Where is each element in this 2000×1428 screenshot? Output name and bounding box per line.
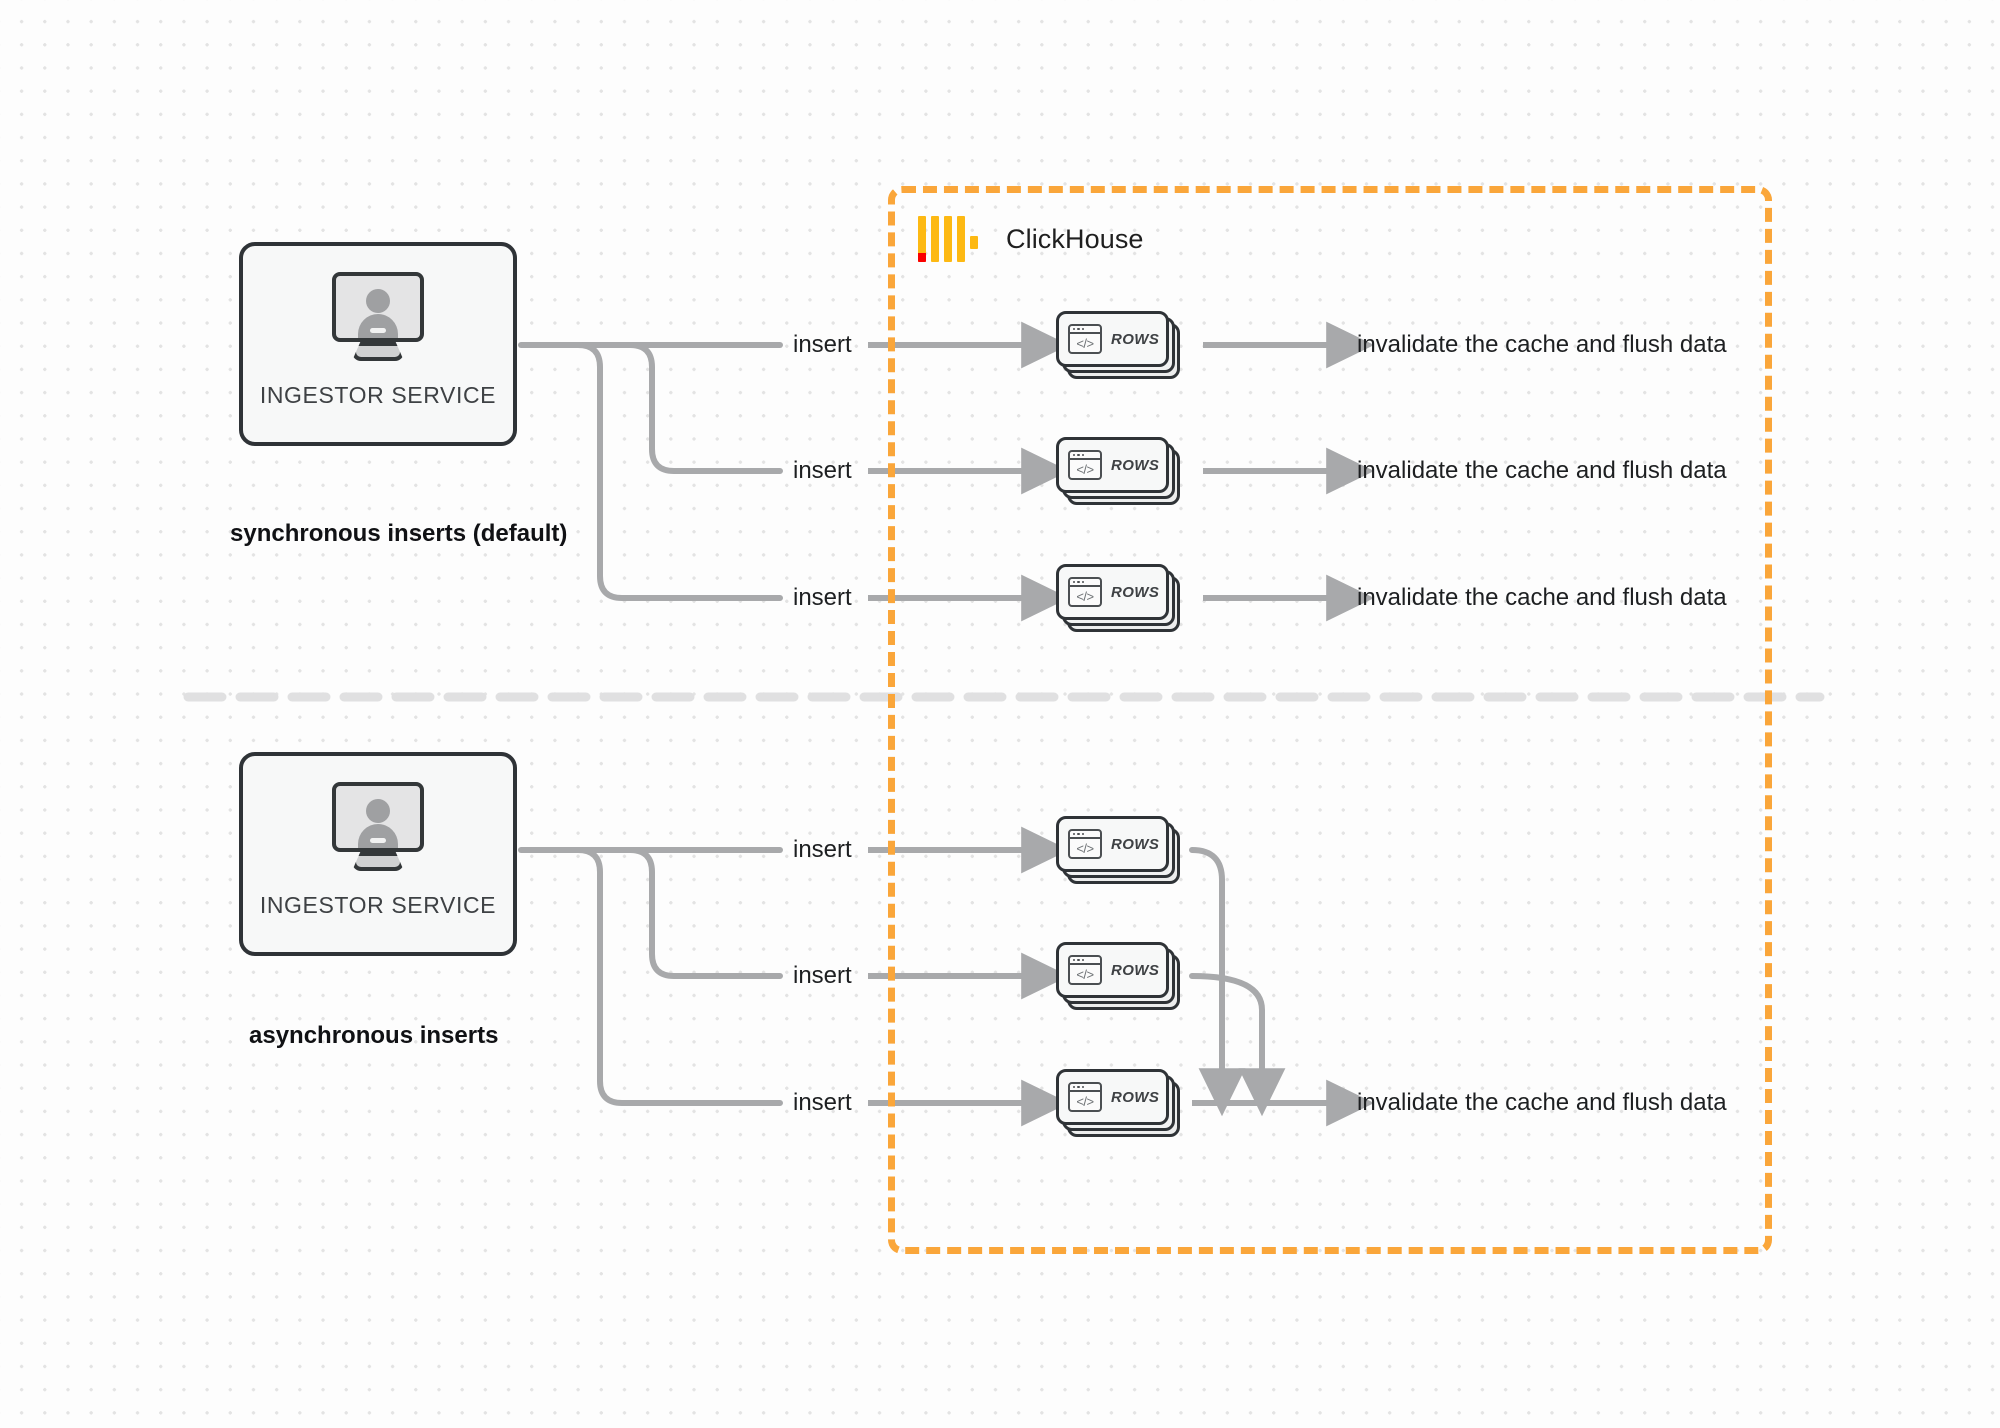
code-window-icon: </> [1068, 1082, 1102, 1112]
rows-card-label: ROWS [1111, 583, 1160, 601]
flush-label-sync-3: invalidate the cache and flush data [1357, 584, 1727, 611]
caption-asynchronous: asynchronous inserts [249, 1022, 499, 1049]
rows-card-async-1[interactable]: </> ROWS [1056, 816, 1180, 884]
ingestor-service-async[interactable]: INGESTOR SERVICE [239, 752, 517, 956]
code-window-icon: </> [1068, 955, 1102, 985]
insert-label-async-1: insert [793, 836, 852, 863]
insert-label-async-2: insert [793, 962, 852, 989]
rows-card-sync-3[interactable]: </> ROWS [1056, 564, 1180, 632]
flush-label-sync-2: invalidate the cache and flush data [1357, 457, 1727, 484]
ingestor-service-label-sync: INGESTOR SERVICE [259, 382, 497, 408]
clickhouse-brand: ClickHouse [918, 212, 1144, 266]
sync-branch-connectors [518, 342, 783, 601]
insert-label-async-3: insert [793, 1089, 852, 1116]
rows-card-async-3[interactable]: </> ROWS [1056, 1069, 1180, 1137]
rows-card-label: ROWS [1111, 835, 1160, 853]
ingestor-service-sync[interactable]: INGESTOR SERVICE [239, 242, 517, 446]
rows-card-async-2[interactable]: </> ROWS [1056, 942, 1180, 1010]
flush-label-async-merged: invalidate the cache and flush data [1357, 1089, 1727, 1116]
code-window-icon: </> [1068, 577, 1102, 607]
ingestor-service-label-async: INGESTOR SERVICE [259, 892, 497, 918]
rows-card-label: ROWS [1111, 330, 1160, 348]
insert-label-sync-2: insert [793, 457, 852, 484]
rows-card-sync-1[interactable]: </> ROWS [1056, 311, 1180, 379]
flush-label-sync-1: invalidate the cache and flush data [1357, 331, 1727, 358]
clickhouse-wordmark: ClickHouse [1006, 223, 1144, 254]
insert-label-sync-1: insert [793, 331, 852, 358]
insert-label-sync-3: insert [793, 584, 852, 611]
rows-card-sync-2[interactable]: </> ROWS [1056, 437, 1180, 505]
monitor-user-icon [328, 782, 428, 871]
caption-synchronous: synchronous inserts (default) [230, 520, 568, 547]
clickhouse-logo-icon [918, 216, 978, 262]
code-window-icon: </> [1068, 450, 1102, 480]
monitor-user-icon [328, 272, 428, 361]
code-window-icon: </> [1068, 829, 1102, 859]
rows-card-label: ROWS [1111, 961, 1160, 979]
rows-card-label: ROWS [1111, 1088, 1160, 1106]
rows-card-label: ROWS [1111, 456, 1160, 474]
async-branch-connectors [518, 847, 783, 1106]
clickhouse-boundary [888, 186, 1772, 1254]
code-window-icon: </> [1068, 324, 1102, 354]
